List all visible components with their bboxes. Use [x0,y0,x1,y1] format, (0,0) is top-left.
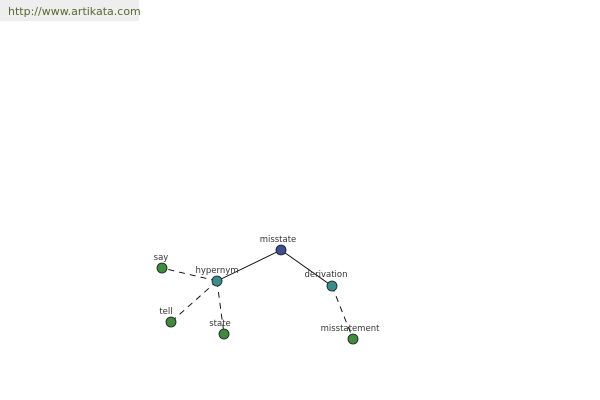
node-label-say: say [154,253,169,263]
node-state[interactable] [218,328,230,340]
node-tell[interactable] [165,316,177,328]
edge-hypernym-say [161,267,218,282]
node-label-misstate: misstate [260,235,297,245]
node-misstatement[interactable] [347,333,359,345]
node-label-state: state [209,319,231,329]
node-label-hypernym: hypernym [195,266,238,276]
nodes-layer [156,244,359,345]
node-label-tell: tell [159,307,172,317]
node-misstate[interactable] [275,244,287,256]
labels-layer: misstate hypernym derivation say tell state mi… [154,235,380,334]
node-label-derivation: derivation [304,270,347,280]
node-label-misstatement: misstatement [321,324,380,334]
edge-derivation-misstatement [331,285,354,340]
edge-hypernym-state [216,280,225,335]
edge-misstate-derivation [280,249,333,287]
source-banner: http://www.artikata.com [0,0,141,21]
source-link[interactable]: http://www.artikata.com [8,5,141,18]
node-derivation[interactable] [326,280,338,292]
node-hypernym[interactable] [211,275,223,287]
edges-layer [161,249,354,340]
node-say[interactable] [156,262,168,274]
edge-misstate-hypernym [216,249,282,282]
edge-hypernym-tell [170,280,218,323]
